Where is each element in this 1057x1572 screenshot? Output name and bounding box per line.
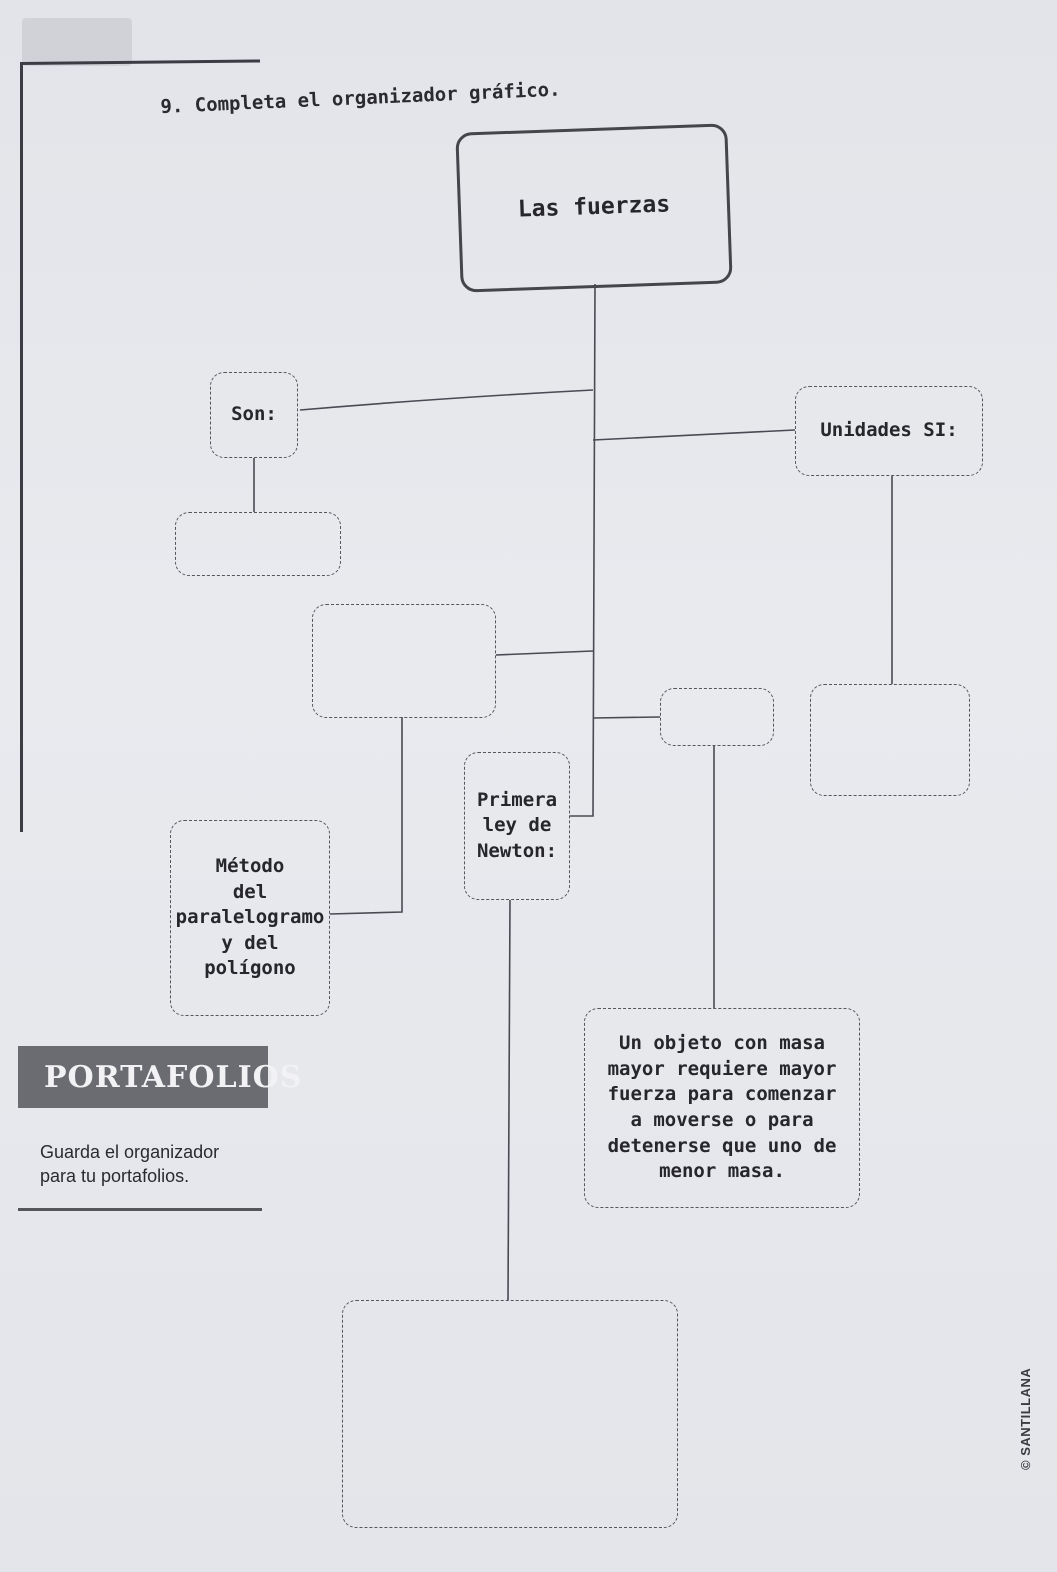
small-blank-box[interactable]	[660, 688, 774, 746]
son-label: Son:	[231, 403, 277, 426]
primera-ley-line: Primera	[476, 788, 558, 811]
portafolios-rule	[18, 1208, 262, 1211]
center-blank-box[interactable]	[312, 604, 496, 718]
decorative-icon	[22, 18, 132, 66]
copyright-text: © SANTILLANA	[1018, 1367, 1033, 1470]
center-blank-connector	[495, 650, 594, 656]
unidades-answer-box[interactable]	[810, 684, 970, 796]
small-blank-connector	[592, 716, 661, 719]
primera-ley-answer-box[interactable]	[342, 1300, 678, 1528]
primera-ley-line: ley de	[482, 814, 552, 837]
son-answer-box[interactable]	[175, 512, 341, 576]
masa-line: a moverse o para	[630, 1109, 814, 1131]
unidades-label: Unidades SI:	[820, 419, 958, 442]
portafolios-note-line: para tu portafolios.	[40, 1166, 190, 1187]
masa-line: detenerse que uno de	[607, 1134, 837, 1157]
root-label: Las fuerzas	[517, 191, 671, 224]
unidades-connector	[592, 429, 796, 441]
masa-line: fuerza para comenzar	[607, 1083, 837, 1106]
masa-line: menor masa.	[659, 1160, 785, 1183]
son-connector	[299, 389, 594, 411]
masa-line: Un objeto con masa	[619, 1032, 825, 1055]
masa-description-box: Un objeto con masa mayor requiere mayor …	[584, 1008, 860, 1208]
primera-down-connector	[507, 899, 511, 1301]
portafolios-banner: PORTAFOLIOS	[18, 1046, 301, 1108]
metodo-connector	[329, 717, 403, 915]
primera-ley-box: Primera ley de Newton:	[464, 752, 570, 900]
portafolios-title: PORTAFOLIOS	[44, 1059, 303, 1095]
metodo-box: Método del paralelogramo y del polígono	[170, 820, 330, 1016]
root-box-las-fuerzas: Las fuerzas	[455, 123, 733, 293]
portafolios-note: Guarda el organizador para tu portafolio…	[40, 1140, 219, 1189]
metodo-line: del	[232, 880, 268, 903]
primera-ley-line: Newton:	[476, 839, 558, 862]
metodo-line: y del	[221, 931, 279, 954]
metodo-line: paralelogramo	[175, 906, 325, 929]
frame-left-line	[20, 62, 23, 832]
metodo-line: Método	[215, 854, 285, 877]
masa-line: mayor requiere mayor	[607, 1057, 837, 1080]
trunk-line	[570, 283, 596, 817]
metodo-line: polígono	[204, 957, 296, 980]
portafolios-note-line: Guarda el organizador	[40, 1142, 220, 1162]
unidades-si-box: Unidades SI:	[795, 386, 983, 476]
son-box: Son:	[210, 372, 298, 458]
